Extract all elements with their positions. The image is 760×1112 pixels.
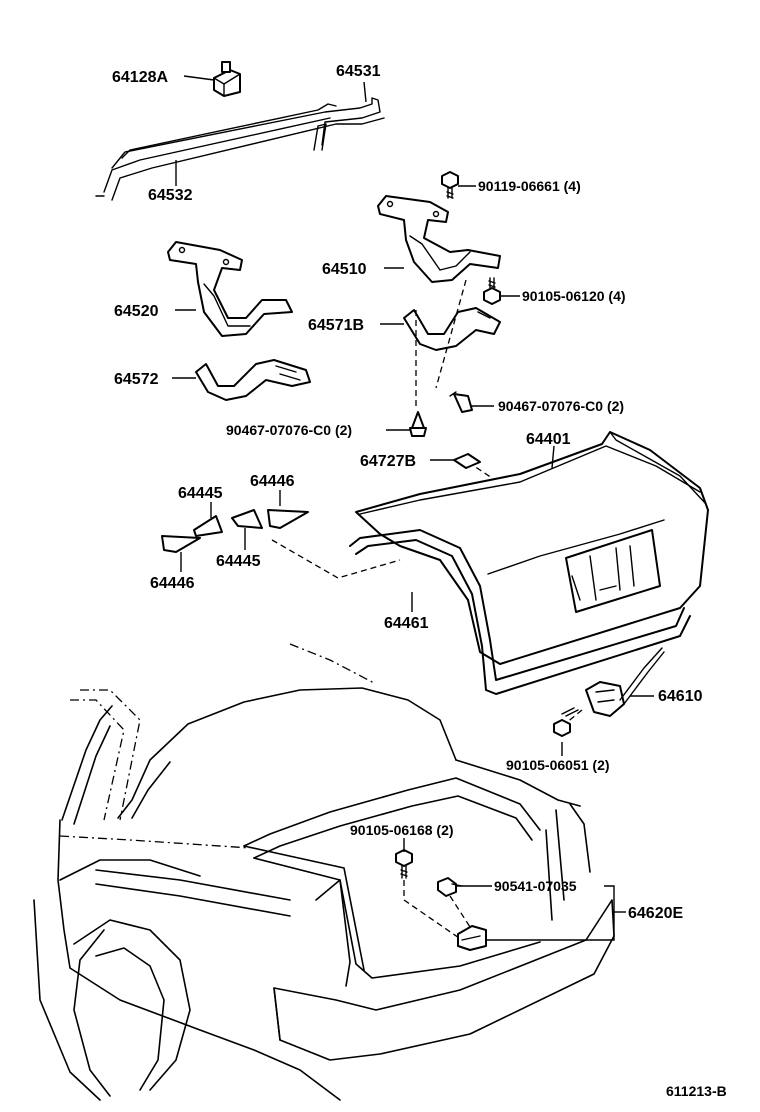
strap-64572 <box>195 359 311 401</box>
label-64532: 64532 <box>148 187 193 204</box>
bolt-90105-06168 <box>395 849 413 879</box>
lock-64610 <box>585 647 665 717</box>
hinge-64510 <box>377 195 501 283</box>
cushion-64445-mid <box>231 509 263 529</box>
assembly-line-6 <box>449 895 473 931</box>
clip-90467-left <box>409 411 427 437</box>
leader-lines <box>172 75 654 941</box>
label-64531: 64531 <box>336 63 381 80</box>
torsion-bar-64532 <box>121 103 337 159</box>
plate-64727B <box>453 453 481 469</box>
label-64401: 64401 <box>526 431 571 448</box>
bolt-90541-07035 <box>437 877 463 897</box>
label-90467-right: 90467-07076-C0 (2) <box>498 398 624 414</box>
assembly-line-2 <box>435 279 467 389</box>
figure-code: 611213-B <box>666 1083 727 1099</box>
label-64572: 64572 <box>114 371 159 388</box>
label-90105-06120: 90105-06120 (4) <box>522 288 626 304</box>
cushion-64446-bottom <box>161 535 201 553</box>
hinge-64520 <box>167 241 293 337</box>
assembly-line-5 <box>403 880 463 941</box>
clip-90467-right <box>449 391 473 413</box>
torsion-bar-64531 <box>95 97 385 201</box>
label-64571B: 64571B <box>308 317 364 334</box>
cushion-64446-top <box>267 509 309 529</box>
label-64445-mid: 64445 <box>216 553 261 570</box>
striker-64620E <box>457 925 487 951</box>
label-90105-06051: 90105-06051 (2) <box>506 757 610 773</box>
label-64620E: 64620E <box>628 905 683 922</box>
label-64446-bottom: 64446 <box>150 575 195 592</box>
bolt-90105-06051 <box>553 707 579 737</box>
cushion-64445-top <box>193 515 223 537</box>
bolt-90105-06120 <box>483 277 501 305</box>
label-90105-06168: 90105-06168 (2) <box>350 822 454 838</box>
label-64445-top: 64445 <box>178 485 223 502</box>
label-90119-06661: 90119-06661 (4) <box>478 178 581 194</box>
trunk-lid-64401 <box>355 431 709 665</box>
label-64610: 64610 <box>658 688 703 705</box>
label-64128A: 64128A <box>112 69 168 86</box>
label-90467-left: 90467-07076-C0 (2) <box>226 422 352 438</box>
label-64520: 64520 <box>114 303 159 320</box>
label-64446-top: 64446 <box>250 473 295 490</box>
label-64461: 64461 <box>384 615 429 632</box>
clip-64128A <box>213 61 241 97</box>
assembly-line-4 <box>271 539 401 579</box>
bolt-90119-06661 <box>441 171 459 199</box>
label-64510: 64510 <box>322 261 367 278</box>
weatherstrip-64461 <box>349 529 691 695</box>
label-64727B: 64727B <box>360 453 416 470</box>
label-90541-07035: 90541-07035 <box>494 878 577 894</box>
car-body <box>33 643 615 1101</box>
